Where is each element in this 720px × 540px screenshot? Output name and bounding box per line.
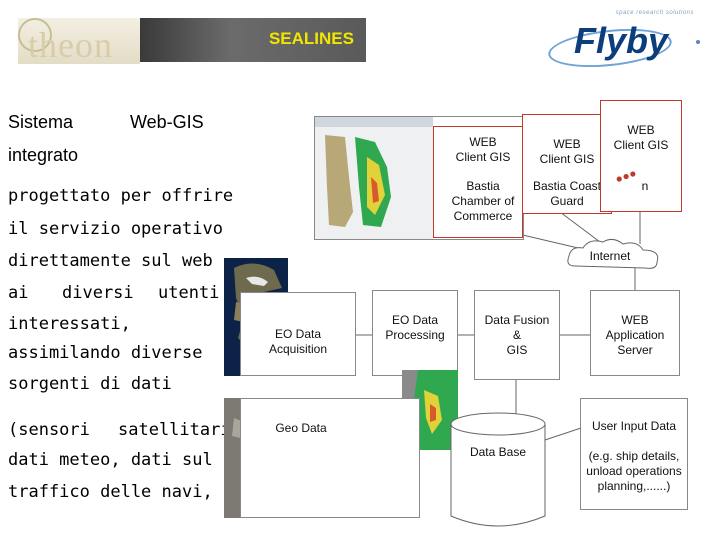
bastia-coast-label: Bastia Coast Guard <box>532 179 602 208</box>
eo-acquisition-label: EO Data Acquisition <box>268 327 328 356</box>
flyby-wordmark: Flyby <box>574 20 669 61</box>
text-progettato: progettato per offrire <box>8 186 234 206</box>
bastia-chamber-label: Bastia Chamber of Commerce <box>451 179 515 223</box>
text-assimilando: assimilando diverse <box>8 343 203 363</box>
user-input-box: User Input Data (e.g. ship details, unlo… <box>580 398 688 510</box>
text-webgis: Web-GIS <box>130 112 204 132</box>
web-client-1-label: WEB Client GIS <box>455 135 511 164</box>
theon-logo: theon <box>18 18 140 65</box>
text-sistema: Sistema <box>8 112 74 132</box>
web-client-1-frame <box>433 126 523 238</box>
web-app-server-label: WEB Application Server <box>605 313 665 357</box>
web-client-3-label: WEB Client GIS <box>613 123 669 152</box>
sealines-title: SEALINES <box>268 29 354 48</box>
text-traffico: traffico delle navi, ). <box>8 482 244 502</box>
geo-data-label: Geo Data <box>275 421 327 435</box>
theon-swirl-icon <box>18 18 52 52</box>
ellipsis-dots-icon: ●●● <box>613 165 639 187</box>
text-ai: ai <box>8 283 29 303</box>
text-utenti: utenti <box>158 283 220 303</box>
user-input-label: User Input Data <box>591 419 677 433</box>
sealines-banner: SEALINES <box>140 18 366 62</box>
eo-processing-box: EO Data Processing <box>372 290 458 376</box>
geo-data-box: Geo Data <box>240 398 420 518</box>
user-input-detail: (e.g. ship details, unload operations pl… <box>586 449 682 493</box>
corsica-map-icon <box>315 117 433 239</box>
eo-processing-label: EO Data Processing <box>385 313 445 342</box>
text-servizio: il servizio operativo <box>8 219 223 239</box>
data-base-label: Data Base <box>469 445 527 459</box>
flyby-logo: space research solutions Flyby <box>546 10 708 73</box>
text-direttamente: direttamente sul web <box>8 251 213 271</box>
text-sensori: (sensori <box>8 420 90 440</box>
text-integrato: integrato <box>8 145 79 165</box>
web-app-server-box: WEB Application Server <box>590 290 680 376</box>
eo-acquisition-box: EO Data Acquisition <box>240 292 356 376</box>
web-client-1-window: WEB Client GIS Bastia Chamber of Commerc… <box>314 116 524 240</box>
text-satellitari: satellitari, <box>118 420 241 440</box>
database-cylinder-icon <box>450 412 546 527</box>
text-diversi: diversi <box>62 283 134 303</box>
web-client-3-window: WEB Client GIS ●●● n <box>600 100 682 212</box>
theon-logo-text: theon <box>28 25 113 65</box>
flyby-tagline: space research solutions <box>615 10 694 16</box>
web-client-2-window: WEB Client GIS Bastia Coast Guard <box>522 114 612 214</box>
text-sorgenti: sorgenti di dati <box>8 374 172 394</box>
web-client-1-screenshot <box>315 117 433 239</box>
text-interessati: interessati, <box>8 314 131 334</box>
internet-label: Internet <box>589 249 631 263</box>
internet-cloud-icon <box>567 238 659 269</box>
flyby-dot-icon <box>696 40 700 44</box>
data-fusion-box: Data Fusion & GIS <box>474 290 560 380</box>
web-client-2-label: WEB Client GIS <box>539 137 595 166</box>
client-n-label: n <box>641 179 649 193</box>
data-fusion-label: Data Fusion & GIS <box>484 313 550 357</box>
text-dati-meteo: dati meteo, dati sul <box>8 450 213 470</box>
